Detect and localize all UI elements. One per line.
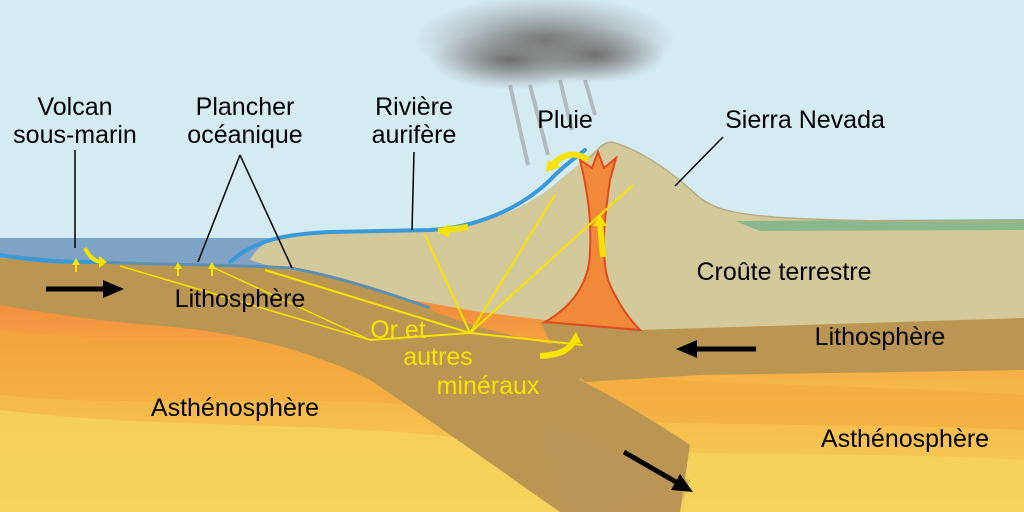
gold-river bbox=[0, 148, 587, 264]
label-asthenosphere-right: Asthénosphère bbox=[821, 425, 989, 453]
label-pluie: Pluie bbox=[537, 106, 593, 134]
label-riviere-2: aurifère bbox=[372, 121, 457, 149]
plate-motion-arrows bbox=[46, 280, 756, 492]
label-sierra-nevada: Sierra Nevada bbox=[725, 106, 885, 134]
label-riviere-1: Rivière bbox=[375, 93, 453, 121]
label-volcan-1: Volcan bbox=[37, 93, 112, 121]
magma-chamber bbox=[541, 149, 643, 332]
label-lithosphere-right: Lithosphère bbox=[815, 323, 946, 351]
leader-lines bbox=[74, 136, 724, 269]
label-or-3: minéraux bbox=[437, 372, 540, 400]
continental-crust bbox=[250, 142, 1024, 330]
label-volcan-2: sous-marin bbox=[13, 121, 137, 149]
label-croute-terrestre: Croûte terrestre bbox=[696, 258, 871, 286]
slab-fade bbox=[540, 420, 690, 512]
motion-arrow-down-head bbox=[671, 474, 693, 492]
label-or-1: Or et bbox=[370, 316, 426, 344]
rain-cloud bbox=[415, 0, 675, 166]
label-lithosphere-left: Lithosphère bbox=[175, 285, 306, 313]
label-or-2: autres bbox=[403, 343, 472, 371]
continental-lithosphere bbox=[540, 318, 1024, 382]
volcano-summit bbox=[589, 141, 1024, 223]
motion-arrow-right-head bbox=[676, 340, 697, 358]
mineral-arrows bbox=[72, 151, 634, 359]
motion-arrow-down bbox=[622, 449, 678, 485]
label-plancher-2: océanique bbox=[187, 121, 302, 149]
motion-arrow-left-head bbox=[103, 280, 124, 298]
label-asthenosphere-left: Asthénosphère bbox=[151, 394, 319, 422]
oceanic-lithosphere bbox=[0, 258, 690, 512]
label-plancher-1: Plancher bbox=[196, 93, 295, 121]
